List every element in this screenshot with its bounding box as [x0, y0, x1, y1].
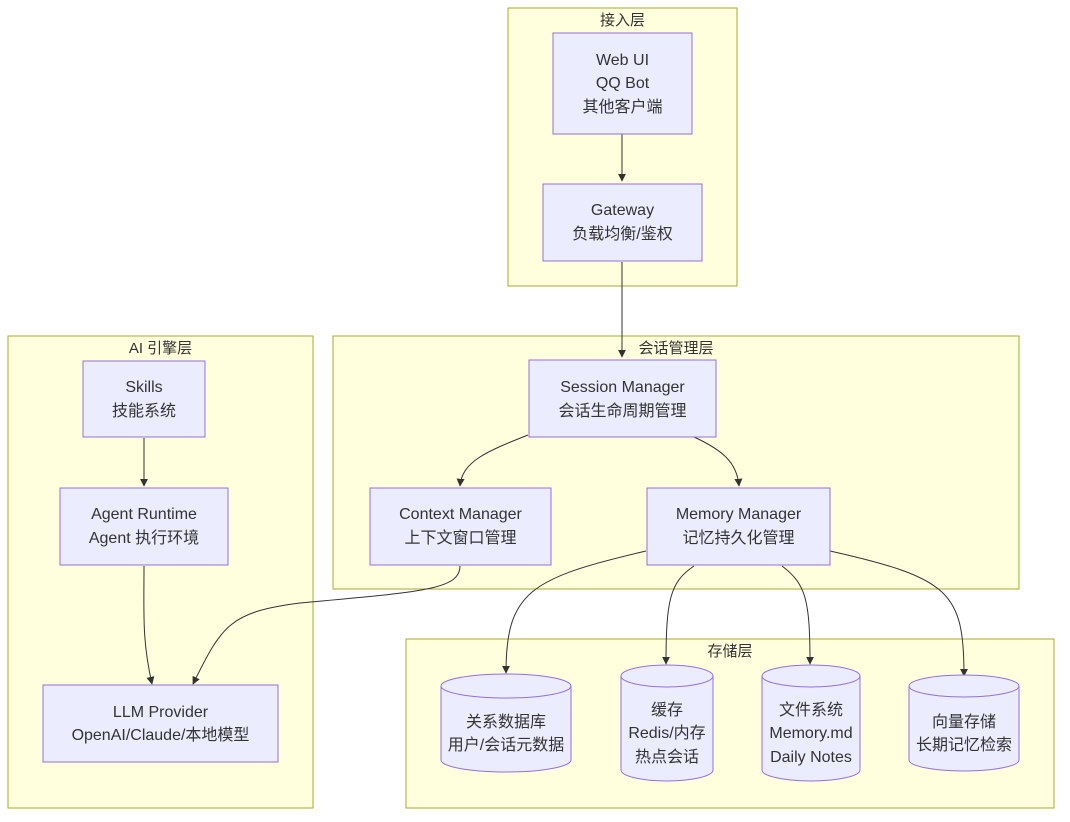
node-session-manager-line2: 会话生命周期管理 [558, 402, 686, 420]
node-gateway-line2: 负载均衡/鉴权 [572, 225, 672, 243]
node-clients-line3: 其他客户端 [582, 98, 662, 116]
edge-memory-cache [662, 565, 695, 665]
edge-memory-relational [502, 550, 647, 674]
node-cache[interactable]: 缓存 Redis/内存 热点会话 [620, 664, 714, 782]
edge-context-llm [192, 565, 461, 685]
cluster-label-ai: AI 引擎层 [129, 340, 192, 357]
node-clients-line2: QQ Bot [596, 75, 650, 92]
node-llm-provider[interactable]: LLM Provider OpenAI/Claude/本地模型 [42, 684, 279, 763]
node-cache-line2: Redis/内存 [628, 724, 705, 742]
node-relational-db-line1: 关系数据库 [466, 713, 546, 731]
edge-agent-llm [143, 565, 155, 685]
node-file-system[interactable]: 文件系统 Memory.md Daily Notes [761, 664, 861, 782]
node-agent-runtime[interactable]: Agent Runtime Agent 执行环境 [59, 487, 229, 566]
cluster-label-access: 接入层 [600, 12, 645, 29]
node-memory-manager-line1: Memory Manager [676, 506, 802, 523]
edge-memory-file [781, 565, 814, 665]
node-skills[interactable]: Skills 技能系统 [82, 360, 206, 438]
node-skills-line2: 技能系统 [112, 402, 176, 420]
node-vector-store[interactable]: 向量存储 长期记忆检索 [908, 674, 1020, 772]
node-memory-manager[interactable]: Memory Manager 记忆持久化管理 [646, 487, 831, 566]
node-llm-provider-line2: OpenAI/Claude/本地模型 [72, 726, 250, 744]
node-gateway[interactable]: Gateway 负载均衡/鉴权 [542, 183, 703, 262]
edge-session-context [456, 434, 529, 487]
node-relational-db-line2: 用户/会话元数据 [448, 736, 564, 754]
node-session-manager-line1: Session Manager [560, 379, 685, 396]
node-llm-provider-line1: LLM Provider [113, 704, 209, 721]
node-skills-line1: Skills [125, 379, 162, 396]
node-agent-runtime-line1: Agent Runtime [91, 506, 197, 523]
node-relational-db[interactable]: 关系数据库 用户/会话元数据 [440, 673, 572, 773]
node-context-manager-line1: Context Manager [399, 506, 522, 523]
node-vector-store-line1: 向量存储 [932, 713, 996, 731]
node-file-system-line1: 文件系统 [779, 701, 843, 719]
node-context-manager-line2: 上下文窗口管理 [404, 529, 516, 547]
node-cache-line1: 缓存 [651, 701, 683, 719]
node-agent-runtime-line2: Agent 执行环境 [89, 528, 199, 547]
edge-memory-vector [829, 550, 968, 677]
cluster-label-storage: 存储层 [707, 643, 752, 660]
node-file-system-line3: Daily Notes [770, 749, 852, 766]
node-clients-line1: Web UI [596, 52, 649, 69]
cluster-label-session: 会话管理层 [638, 340, 713, 357]
node-file-system-line2: Memory.md [769, 725, 852, 742]
node-gateway-line1: Gateway [591, 202, 654, 219]
node-clients[interactable]: Web UI QQ Bot 其他客户端 [552, 32, 693, 135]
edge-session-memory [693, 436, 743, 487]
node-vector-store-line2: 长期记忆检索 [916, 736, 1012, 754]
node-cache-line3: 热点会话 [635, 748, 699, 766]
node-session-manager[interactable]: Session Manager 会话生命周期管理 [528, 359, 717, 438]
node-memory-manager-line2: 记忆持久化管理 [682, 529, 794, 547]
node-context-manager[interactable]: Context Manager 上下文窗口管理 [369, 487, 552, 566]
